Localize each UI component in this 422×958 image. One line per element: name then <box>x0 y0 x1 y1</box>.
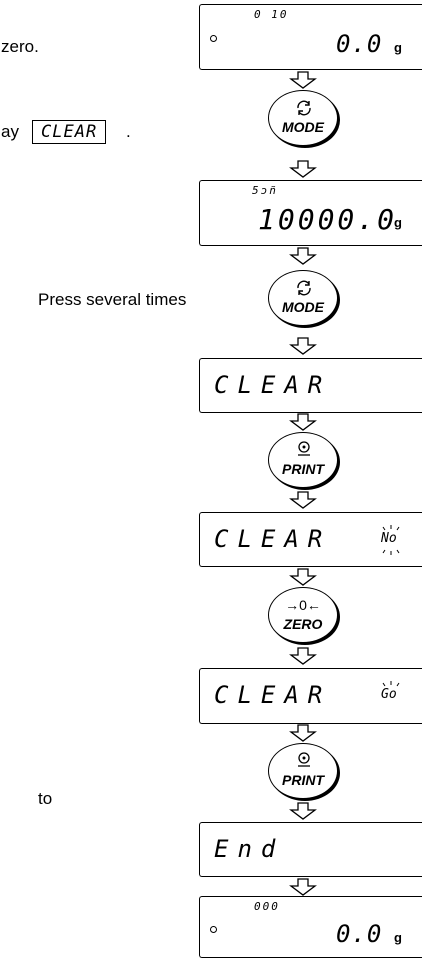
instruction-zero: zero. <box>1 37 39 56</box>
instruction-to: to <box>38 789 53 808</box>
display-text: End <box>214 835 285 863</box>
instruction-display-suffix: . <box>126 122 131 141</box>
display-text: CLEAR <box>214 371 332 399</box>
display-clear-go: CLEAR Go <box>199 668 422 724</box>
print-button-label: PRINT <box>282 772 324 788</box>
display-blinking-option: No <box>381 531 397 546</box>
circle-dot-icon <box>298 441 310 456</box>
down-arrow-icon <box>289 568 317 586</box>
display-weight-value: 0.0 <box>336 920 383 948</box>
display-end: End <box>199 822 422 877</box>
down-arrow-icon <box>289 337 317 355</box>
circle-dot-icon <box>298 752 310 767</box>
down-arrow-icon <box>289 491 317 509</box>
display-unit: g <box>394 215 402 230</box>
print-button[interactable]: PRINT <box>268 743 338 799</box>
stable-indicator-icon <box>210 35 217 42</box>
display-text: CLEAR <box>214 681 332 709</box>
down-arrow-icon <box>289 247 317 265</box>
mode-button-label: MODE <box>282 299 324 315</box>
stable-indicator-icon <box>210 926 217 933</box>
cycle-arrows-icon <box>297 100 311 116</box>
blink-rays-icon <box>382 525 400 555</box>
zero-button-label: ZERO <box>283 616 323 632</box>
display-top-digits: 000 <box>254 900 280 913</box>
down-arrow-icon <box>289 724 317 742</box>
display-weight-value: 0.0 <box>336 30 383 58</box>
display-top-digits: 0 10 <box>254 8 289 21</box>
display-blinking-option: Go <box>381 687 397 702</box>
mode-button[interactable]: MODE <box>268 270 338 326</box>
display-interval-setting: 5ɔñ 10000.0 g <box>199 180 422 246</box>
display-top-digits: 5ɔñ <box>252 184 278 197</box>
instruction-press-several: Press several times <box>38 290 187 309</box>
down-arrow-icon <box>289 647 317 665</box>
display-text: CLEAR <box>214 525 332 553</box>
mode-button-label: MODE <box>282 119 324 135</box>
zero-arrows-icon: →0← <box>285 597 321 613</box>
down-arrow-icon <box>289 71 317 89</box>
mode-button[interactable]: MODE <box>268 90 338 146</box>
display-unit: g <box>394 40 402 55</box>
cycle-arrows-icon <box>297 280 311 296</box>
display-weighing-final: 000 0.0 g <box>199 896 422 958</box>
display-weight-value: 10000.0 <box>258 203 398 236</box>
instruction-display-prefix: ay <box>1 122 19 141</box>
down-arrow-icon <box>289 160 317 178</box>
display-clear-no: CLEAR No <box>199 512 422 567</box>
zero-button[interactable]: →0← ZERO <box>268 587 338 643</box>
display-weighing-initial: 0 10 0.0 g <box>199 4 422 70</box>
display-unit: g <box>394 930 402 945</box>
blink-rays-icon <box>382 681 400 687</box>
down-arrow-icon <box>289 802 317 820</box>
down-arrow-icon <box>289 413 317 431</box>
down-arrow-icon <box>289 878 317 896</box>
inline-clear-display: CLEAR <box>32 120 107 144</box>
display-clear: CLEAR <box>199 358 422 413</box>
print-button[interactable]: PRINT <box>268 432 338 488</box>
print-button-label: PRINT <box>282 461 324 477</box>
